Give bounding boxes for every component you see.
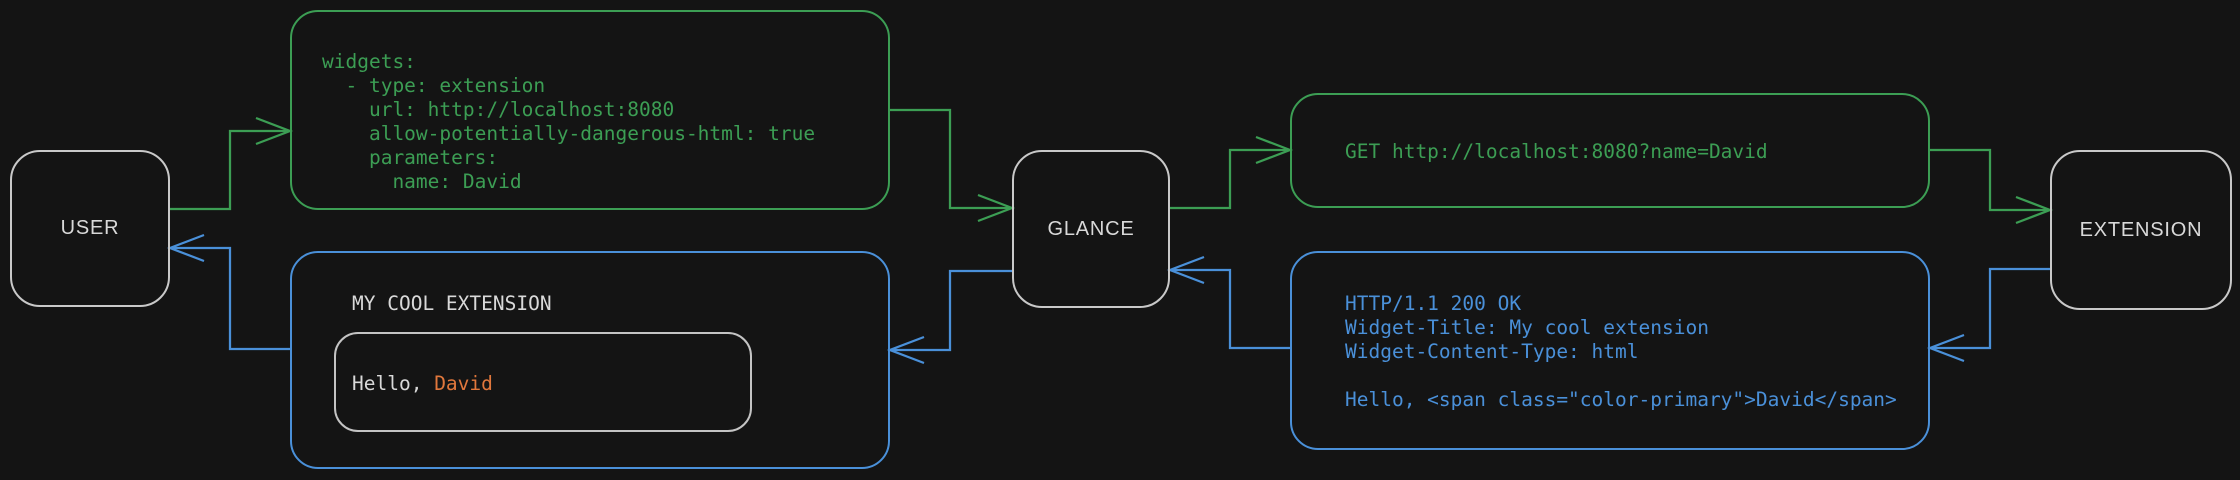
widget-content-box: Hello, David	[334, 332, 752, 432]
arrow-extension-to-response	[1926, 267, 2050, 363]
greeting-name: David	[434, 372, 493, 395]
http-response-box: HTTP/1.1 200 OK Widget-Title: My cool ex…	[1290, 251, 1930, 450]
arrow-request-to-extension	[1930, 148, 2054, 225]
widget-greeting: Hello, David	[352, 372, 493, 396]
rendered-widget-box: MY COOL EXTENSION Hello, David	[290, 251, 890, 469]
arrow-glance-to-request	[1170, 135, 1294, 210]
arrow-widget-to-user	[166, 233, 290, 351]
get-request-code: GET http://localhost:8080?name=David	[1345, 140, 1768, 163]
arrow-response-to-glance	[1166, 255, 1290, 350]
http-response-code: HTTP/1.1 200 OK Widget-Title: My cool ex…	[1345, 292, 1897, 411]
arrow-glance-to-widget	[886, 269, 1012, 365]
get-request-box: GET http://localhost:8080?name=David	[1290, 93, 1930, 208]
widget-title: MY COOL EXTENSION	[352, 292, 552, 315]
arrow-user-to-config	[170, 116, 294, 211]
user-node: USER	[10, 150, 170, 307]
extension-node: EXTENSION	[2050, 150, 2232, 310]
greeting-prefix: Hello,	[352, 372, 435, 395]
glance-node: GLANCE	[1012, 150, 1170, 308]
arrow-config-to-glance	[890, 108, 1016, 223]
glance-node-label: GLANCE	[1047, 217, 1135, 240]
config-yaml-box: widgets: - type: extension url: http://l…	[290, 10, 890, 210]
config-yaml-code: widgets: - type: extension url: http://l…	[322, 50, 816, 193]
extension-node-label: EXTENSION	[2079, 218, 2203, 241]
user-node-label: USER	[60, 217, 120, 239]
